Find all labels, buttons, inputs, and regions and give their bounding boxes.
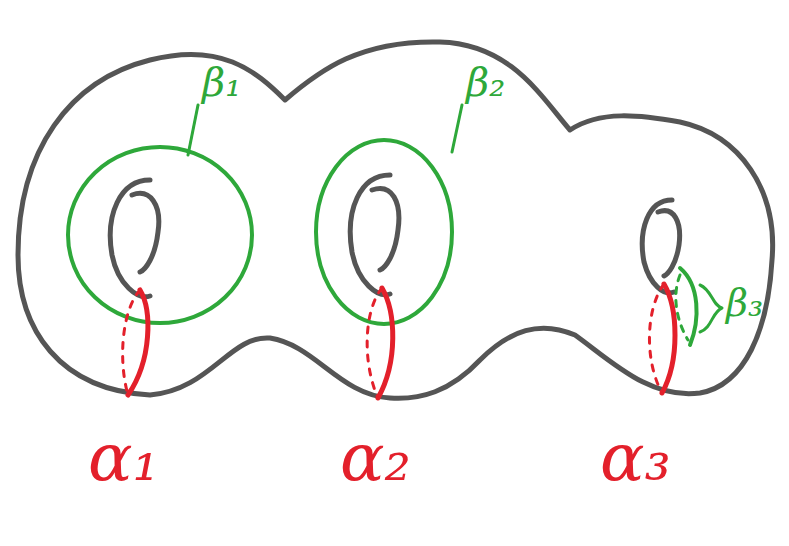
beta-label: β₁ [202, 62, 241, 102]
surface-outline [18, 42, 773, 398]
handle-hole [132, 193, 159, 272]
alpha-label: α₂ [340, 425, 411, 491]
alpha-curve-hidden [649, 284, 664, 393]
alpha-label: α₃ [600, 425, 671, 491]
handle-hole [110, 180, 150, 297]
beta-curve-hidden [676, 275, 688, 340]
alpha-curve [378, 288, 393, 398]
leader-bracket [700, 285, 722, 332]
handle-hole [350, 175, 390, 295]
leader-line [188, 105, 198, 155]
handle-hole [372, 189, 399, 270]
leader-line [452, 105, 462, 152]
alpha-label: α₁ [88, 425, 159, 491]
beta-label: β₃ [726, 284, 763, 322]
alpha-curve-hidden [123, 290, 140, 395]
beta-curve [68, 147, 252, 323]
beta-curve [680, 268, 697, 345]
beta-label: β₂ [466, 62, 505, 102]
handle-hole [658, 211, 680, 276]
alpha-curve-hidden [367, 288, 382, 398]
alpha-curve [662, 284, 675, 393]
